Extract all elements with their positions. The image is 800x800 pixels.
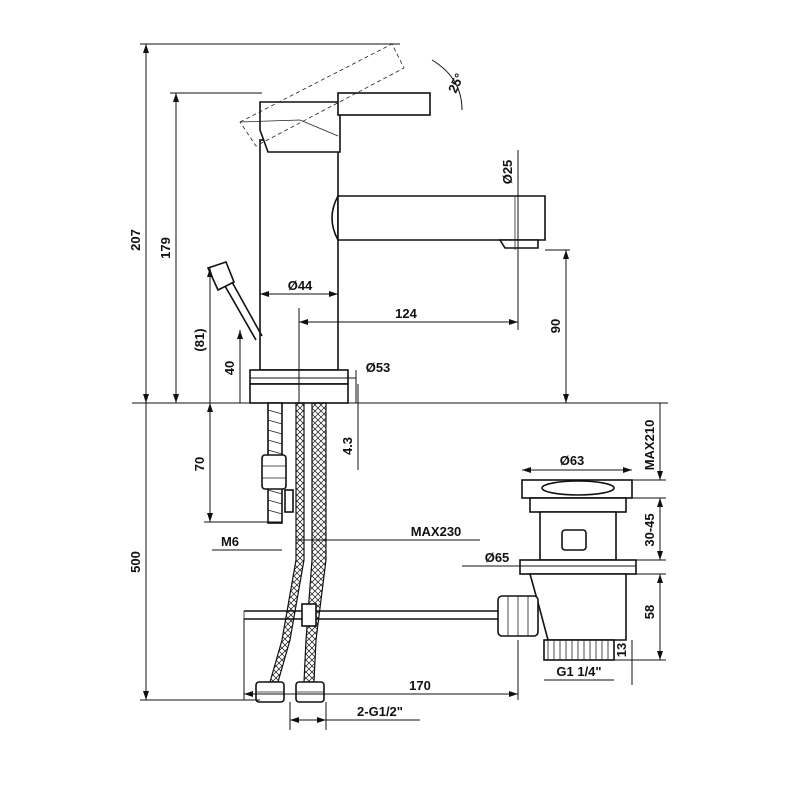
dim-30-45: 30-45 (642, 513, 657, 546)
faucet-spout (331, 195, 546, 250)
dimension-lines (140, 43, 666, 730)
dim-25-degree: 25° (445, 71, 467, 95)
dimension-arrows (143, 44, 663, 723)
dim-170: 170 (409, 678, 431, 693)
dim-m6: M6 (221, 534, 239, 549)
dim-500: 500 (128, 551, 143, 573)
dim-207: 207 (128, 229, 143, 251)
dim-dia25: Ø25 (500, 160, 515, 185)
dim-124: 124 (395, 306, 417, 321)
dim-70: 70 (192, 457, 207, 471)
dim-dia44: Ø44 (288, 278, 313, 293)
dim-max210: MAX210 (642, 420, 657, 471)
flexible-hoses (255, 402, 327, 703)
dim-13: 13 (614, 643, 629, 657)
dim-179: 179 (158, 237, 173, 259)
drain-waste (243, 479, 637, 661)
dim-dia65: Ø65 (485, 550, 510, 565)
dim-58: 58 (642, 605, 657, 619)
dim-40: 40 (222, 361, 237, 375)
popup-rod (206, 261, 263, 341)
dim-81: (81) (192, 328, 207, 351)
dim-dia63: Ø63 (560, 453, 585, 468)
mounting-stud (261, 402, 294, 524)
dim-max230: MAX230 (411, 524, 462, 539)
dim-g1-1-4: G1 1/4" (556, 664, 601, 679)
dim-2-g1-2: 2-G1/2" (357, 704, 403, 719)
dim-90: 90 (548, 319, 563, 333)
dim-4-3: 4.3 (340, 437, 355, 455)
dim-dia53: Ø53 (366, 360, 391, 375)
